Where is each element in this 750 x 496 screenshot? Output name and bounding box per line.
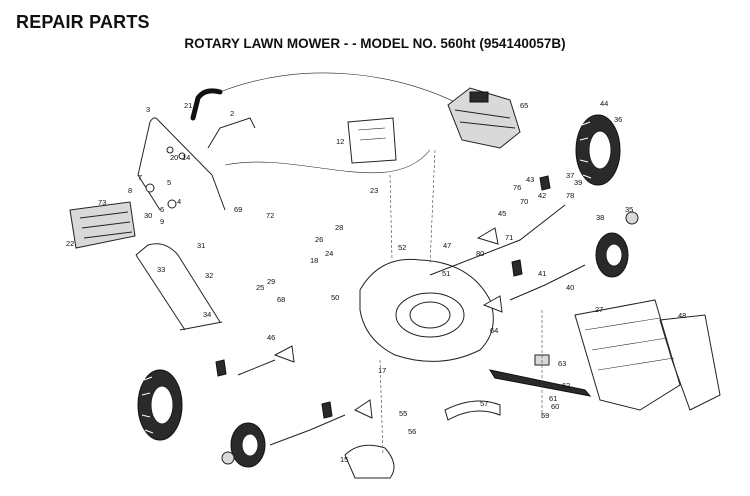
- part-callout-56: 56: [408, 427, 416, 436]
- part-callout-4: 4: [177, 197, 181, 206]
- part-callout-35: 35: [625, 205, 633, 214]
- part-callout-22: 22: [66, 239, 74, 248]
- part-callout-24: 24: [325, 249, 333, 258]
- wheel-rear-left: [137, 369, 183, 441]
- part-callout-59: 59: [541, 411, 549, 420]
- brake-cable: [224, 149, 431, 174]
- lower-handle: [135, 243, 223, 331]
- discharge-chute: [344, 444, 395, 479]
- part-callout-64: 64: [490, 326, 498, 335]
- part-callout-6: 6: [160, 205, 164, 214]
- part-callout-65: 65: [520, 101, 528, 110]
- part-callout-48: 48: [678, 311, 686, 320]
- page-title: REPAIR PARTS: [16, 12, 150, 32]
- part-callout-39: 39: [574, 178, 582, 187]
- part-callout-32: 32: [205, 271, 213, 280]
- part-callout-51: 51: [442, 269, 450, 278]
- part-callout-41: 41: [538, 269, 546, 278]
- part-callout-61: 61: [549, 394, 557, 403]
- part-callout-23: 23: [370, 186, 378, 195]
- part-callout-60: 60: [551, 402, 559, 411]
- part-callout-34: 34: [203, 310, 211, 319]
- part-callout-69: 69: [234, 205, 242, 214]
- front-axle: [509, 264, 586, 301]
- throttle-cable: [219, 72, 471, 111]
- hub-caps: [221, 211, 639, 465]
- model-subtitle: ROTARY LAWN MOWER - - MODEL NO. 560ht (9…: [184, 36, 566, 51]
- part-callout-17: 17: [378, 366, 386, 375]
- part-callout-70: 70: [520, 197, 528, 206]
- part-callout-37: 37: [566, 171, 574, 180]
- part-callout-50: 50: [331, 293, 339, 302]
- engine: [447, 87, 521, 149]
- part-callout-5: 5: [167, 178, 171, 187]
- part-callout-43: 43: [526, 175, 534, 184]
- part-callout-27: 27: [595, 305, 603, 314]
- part-callout-44: 44: [600, 99, 608, 108]
- part-callout-38: 38: [596, 213, 604, 222]
- part-callout-42: 42: [538, 191, 546, 200]
- part-callout-76: 76: [513, 183, 521, 192]
- part-callout-73: 73: [98, 198, 106, 207]
- part-callout-9: 9: [160, 217, 164, 226]
- throttle-rod: [207, 117, 256, 149]
- wheel-front-left: [230, 422, 266, 468]
- part-callout-12: 12: [336, 137, 344, 146]
- control-bar: [190, 88, 223, 121]
- blade: [488, 369, 592, 397]
- part-callout-62: 62: [562, 381, 570, 390]
- part-callout-71: 71: [505, 233, 513, 242]
- part-callout-26: 26: [315, 235, 323, 244]
- part-callout-57: 57: [480, 399, 488, 408]
- rear-axle: [429, 204, 566, 276]
- part-callout-55: 55: [399, 409, 407, 418]
- part-callout-47: 47: [443, 241, 451, 250]
- part-callout-45: 45: [498, 209, 506, 218]
- wheel-front-right: [595, 232, 629, 278]
- part-callout-46: 46: [267, 333, 275, 342]
- wheel-rear-right: [575, 114, 621, 186]
- part-callout-40: 40: [566, 283, 574, 292]
- mower-deck: [359, 258, 494, 362]
- part-callout-78: 78: [566, 191, 574, 200]
- part-callout-72: 72: [266, 211, 274, 220]
- part-callout-25: 25: [256, 283, 264, 292]
- part-callout-18: 18: [310, 256, 318, 265]
- part-callout-3: 3: [146, 105, 150, 114]
- part-callout-8: 8: [128, 186, 132, 195]
- engine-panel: [347, 117, 397, 164]
- part-callout-20: 20: [170, 153, 178, 162]
- cable-clips: [145, 146, 186, 209]
- part-callout-30: 30: [144, 211, 152, 220]
- part-callout-7: 7: [138, 173, 142, 182]
- grass-bag: [574, 299, 681, 411]
- part-callout-68: 68: [277, 295, 285, 304]
- part-callout-21: 21: [184, 101, 192, 110]
- part-callout-28: 28: [335, 223, 343, 232]
- part-callout-80: 80: [476, 249, 484, 258]
- part-callout-2: 2: [230, 109, 234, 118]
- part-callout-52: 52: [398, 243, 406, 252]
- part-callout-31: 31: [197, 241, 205, 250]
- part-callout-29: 29: [267, 277, 275, 286]
- height-adjusters: [215, 175, 551, 419]
- baffle: [444, 400, 501, 421]
- part-callout-14: 14: [182, 153, 190, 162]
- part-callout-15: 15: [340, 455, 348, 464]
- part-callout-36: 36: [614, 115, 622, 124]
- bag-frame: [659, 314, 721, 411]
- part-callout-33: 33: [157, 265, 165, 274]
- upper-handle: [137, 117, 226, 211]
- part-callout-63: 63: [558, 359, 566, 368]
